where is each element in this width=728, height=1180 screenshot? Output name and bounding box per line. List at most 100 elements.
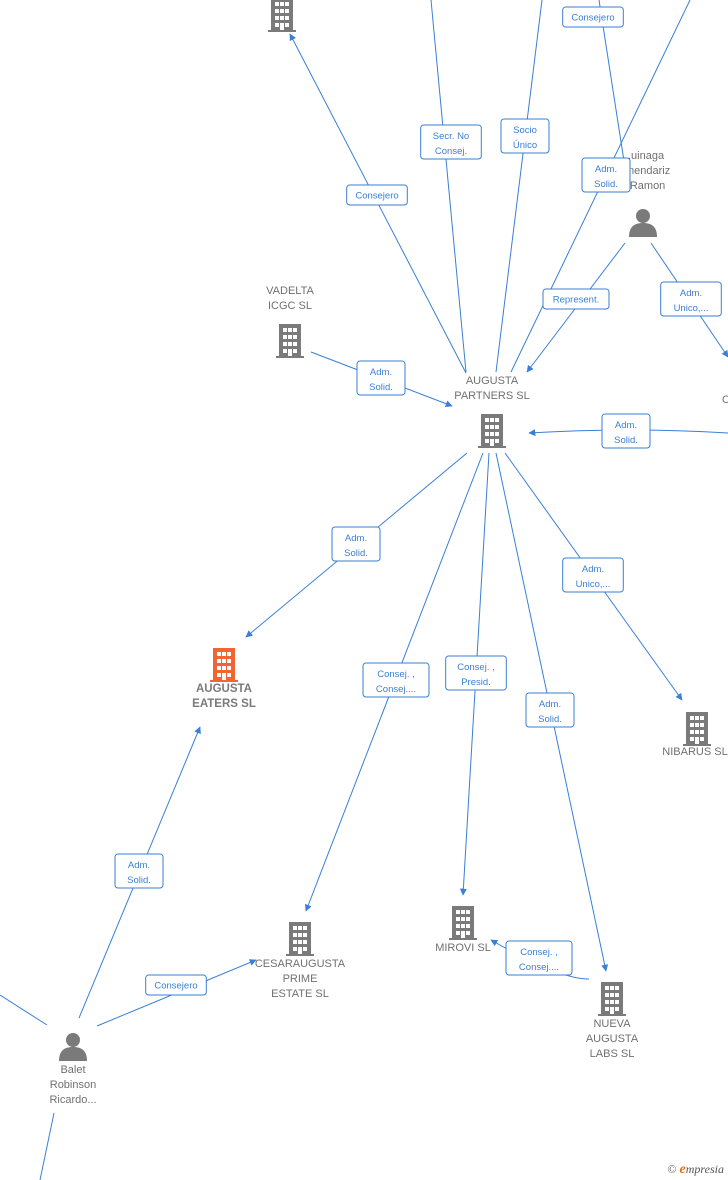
edge-label[interactable]: Adm.Unico,... bbox=[660, 281, 722, 317]
edge-label-text: Único bbox=[513, 140, 537, 151]
edge-label[interactable]: Adm. Solid. bbox=[581, 157, 631, 193]
edge-label-text: Solid. bbox=[614, 435, 638, 446]
person-icon bbox=[629, 209, 657, 237]
building-icon bbox=[683, 712, 711, 746]
building-icon bbox=[268, 0, 296, 32]
edge-label-box bbox=[145, 974, 207, 996]
node-nibarus[interactable]: NIBARUS SL bbox=[662, 712, 728, 758]
building-icon bbox=[286, 922, 314, 956]
brand-initial: e bbox=[679, 1162, 686, 1177]
edge-label[interactable]: Consejero bbox=[346, 184, 408, 206]
node-augusta_partners[interactable]: AUGUSTA PARTNERS SL bbox=[454, 375, 530, 448]
edge-label-box bbox=[505, 940, 573, 976]
copyright-symbol: © bbox=[667, 1162, 677, 1176]
edge-label-box bbox=[562, 557, 624, 593]
edge-label-text: Consej.... bbox=[519, 962, 559, 973]
edge-label-text: Solid. bbox=[538, 714, 562, 725]
edge-label-text: Socio bbox=[513, 125, 537, 136]
edge-label-box bbox=[500, 118, 550, 154]
node-top_company[interactable] bbox=[268, 0, 296, 32]
edge-label-box bbox=[525, 692, 575, 728]
node-label: ESTATE SL bbox=[271, 988, 329, 1000]
edge-label-text: Solid. bbox=[127, 875, 151, 886]
edge-label-text: Represent. bbox=[553, 295, 599, 306]
edge-label-box bbox=[445, 655, 507, 691]
node-nueva_augusta[interactable]: NUEVA AUGUSTA LABS SL bbox=[586, 982, 639, 1060]
edge-label-text: Solid. bbox=[594, 179, 618, 190]
edge-label-text: Adm. bbox=[582, 564, 604, 575]
edge-label[interactable]: Adm.Solid. bbox=[331, 526, 381, 562]
edge-label-text: Solid. bbox=[344, 548, 368, 559]
node-label: LABS SL bbox=[590, 1048, 635, 1060]
edge-label[interactable]: Adm. Solid. bbox=[601, 413, 651, 449]
edge-label[interactable]: Consejero bbox=[562, 6, 624, 28]
brand-name: mpresia bbox=[685, 1162, 724, 1176]
edge-label-text: Consejero bbox=[154, 981, 197, 992]
node-label: ...Ramon bbox=[621, 180, 666, 192]
edge-label[interactable]: Represent. bbox=[542, 288, 610, 310]
empresia-logo: © empresia bbox=[667, 1162, 724, 1178]
edge-label-box bbox=[114, 853, 164, 889]
node-label: Ricardo... bbox=[49, 1094, 96, 1106]
edge-offscreen_left-to-balet bbox=[0, 994, 48, 1026]
edge-label[interactable]: Adm. Solid. bbox=[114, 853, 164, 889]
node-label: PARTNERS SL bbox=[454, 390, 529, 402]
node-label: AUGUSTA bbox=[586, 1033, 639, 1045]
edge-label[interactable]: Adm. Solid. bbox=[525, 692, 575, 728]
building-icon bbox=[210, 648, 238, 682]
node-label: ICGC SL bbox=[268, 300, 312, 312]
edge-label-box bbox=[601, 413, 651, 449]
edge-label-box bbox=[362, 662, 430, 698]
edge-label-box bbox=[562, 6, 624, 28]
edge-label-box bbox=[542, 288, 610, 310]
node-label: Balet bbox=[60, 1064, 85, 1076]
edge-label[interactable]: Consej. , Consej.... bbox=[505, 940, 573, 976]
edge-label-box bbox=[356, 360, 406, 396]
node-label: NUEVA bbox=[593, 1018, 631, 1030]
edge-label[interactable]: Adm. Unico,... bbox=[562, 557, 624, 593]
edge-label[interactable]: Consejero bbox=[145, 974, 207, 996]
edge-label-text: Adm. bbox=[539, 699, 561, 710]
node-label: NIBARUS SL bbox=[662, 746, 727, 758]
node-label: AUGUSTA bbox=[466, 375, 519, 387]
node-label: MIROVI SL bbox=[435, 942, 491, 954]
edge-label-text: Consej. , bbox=[520, 947, 558, 958]
edge-label-text: Consej. bbox=[435, 146, 467, 157]
edge-label-text: Consej.... bbox=[376, 684, 416, 695]
node-mirovi[interactable]: MIROVI SL bbox=[435, 906, 491, 954]
building-icon bbox=[276, 324, 304, 358]
edge-label[interactable]: Consej. , Consej.... bbox=[362, 662, 430, 698]
edge-label-text: Consej. , bbox=[377, 669, 415, 680]
edge-offscreen_top_1-to-augusta_partners bbox=[430, 0, 467, 373]
edge-label-box bbox=[581, 157, 631, 193]
edge-label-box bbox=[660, 281, 722, 317]
edge-label-text: Unico,... bbox=[576, 579, 611, 590]
edge-label-text: Adm. bbox=[128, 860, 150, 871]
building-icon bbox=[449, 906, 477, 940]
edge-label-text: Adm. bbox=[615, 420, 637, 431]
node-label: PRIME bbox=[283, 973, 318, 985]
building-icon bbox=[598, 982, 626, 1016]
building-icon bbox=[478, 414, 506, 448]
node-balet[interactable]: BaletRobinsonRicardo... bbox=[49, 1033, 97, 1106]
edge-offscreen_top_2-to-augusta_partners bbox=[495, 0, 543, 373]
edge-label-text: Secr. No bbox=[433, 131, 469, 142]
person-icon bbox=[59, 1033, 87, 1061]
edge-offscreen_bottom-to-balet bbox=[39, 1112, 55, 1180]
edge-label-text: Unico,... bbox=[674, 303, 709, 314]
edge-label-text: Adm. bbox=[595, 164, 617, 175]
edge-label[interactable]: Consej. ,Presid. bbox=[445, 655, 507, 691]
edge-label[interactable]: Adm.Solid. bbox=[356, 360, 406, 396]
edge-label[interactable]: Secr. No Consej. bbox=[420, 124, 482, 160]
edge-label-box bbox=[346, 184, 408, 206]
edge-label-text: Solid. bbox=[369, 382, 393, 393]
edge-label-text: Presid. bbox=[461, 677, 491, 688]
node-label: Robinson bbox=[50, 1079, 96, 1091]
